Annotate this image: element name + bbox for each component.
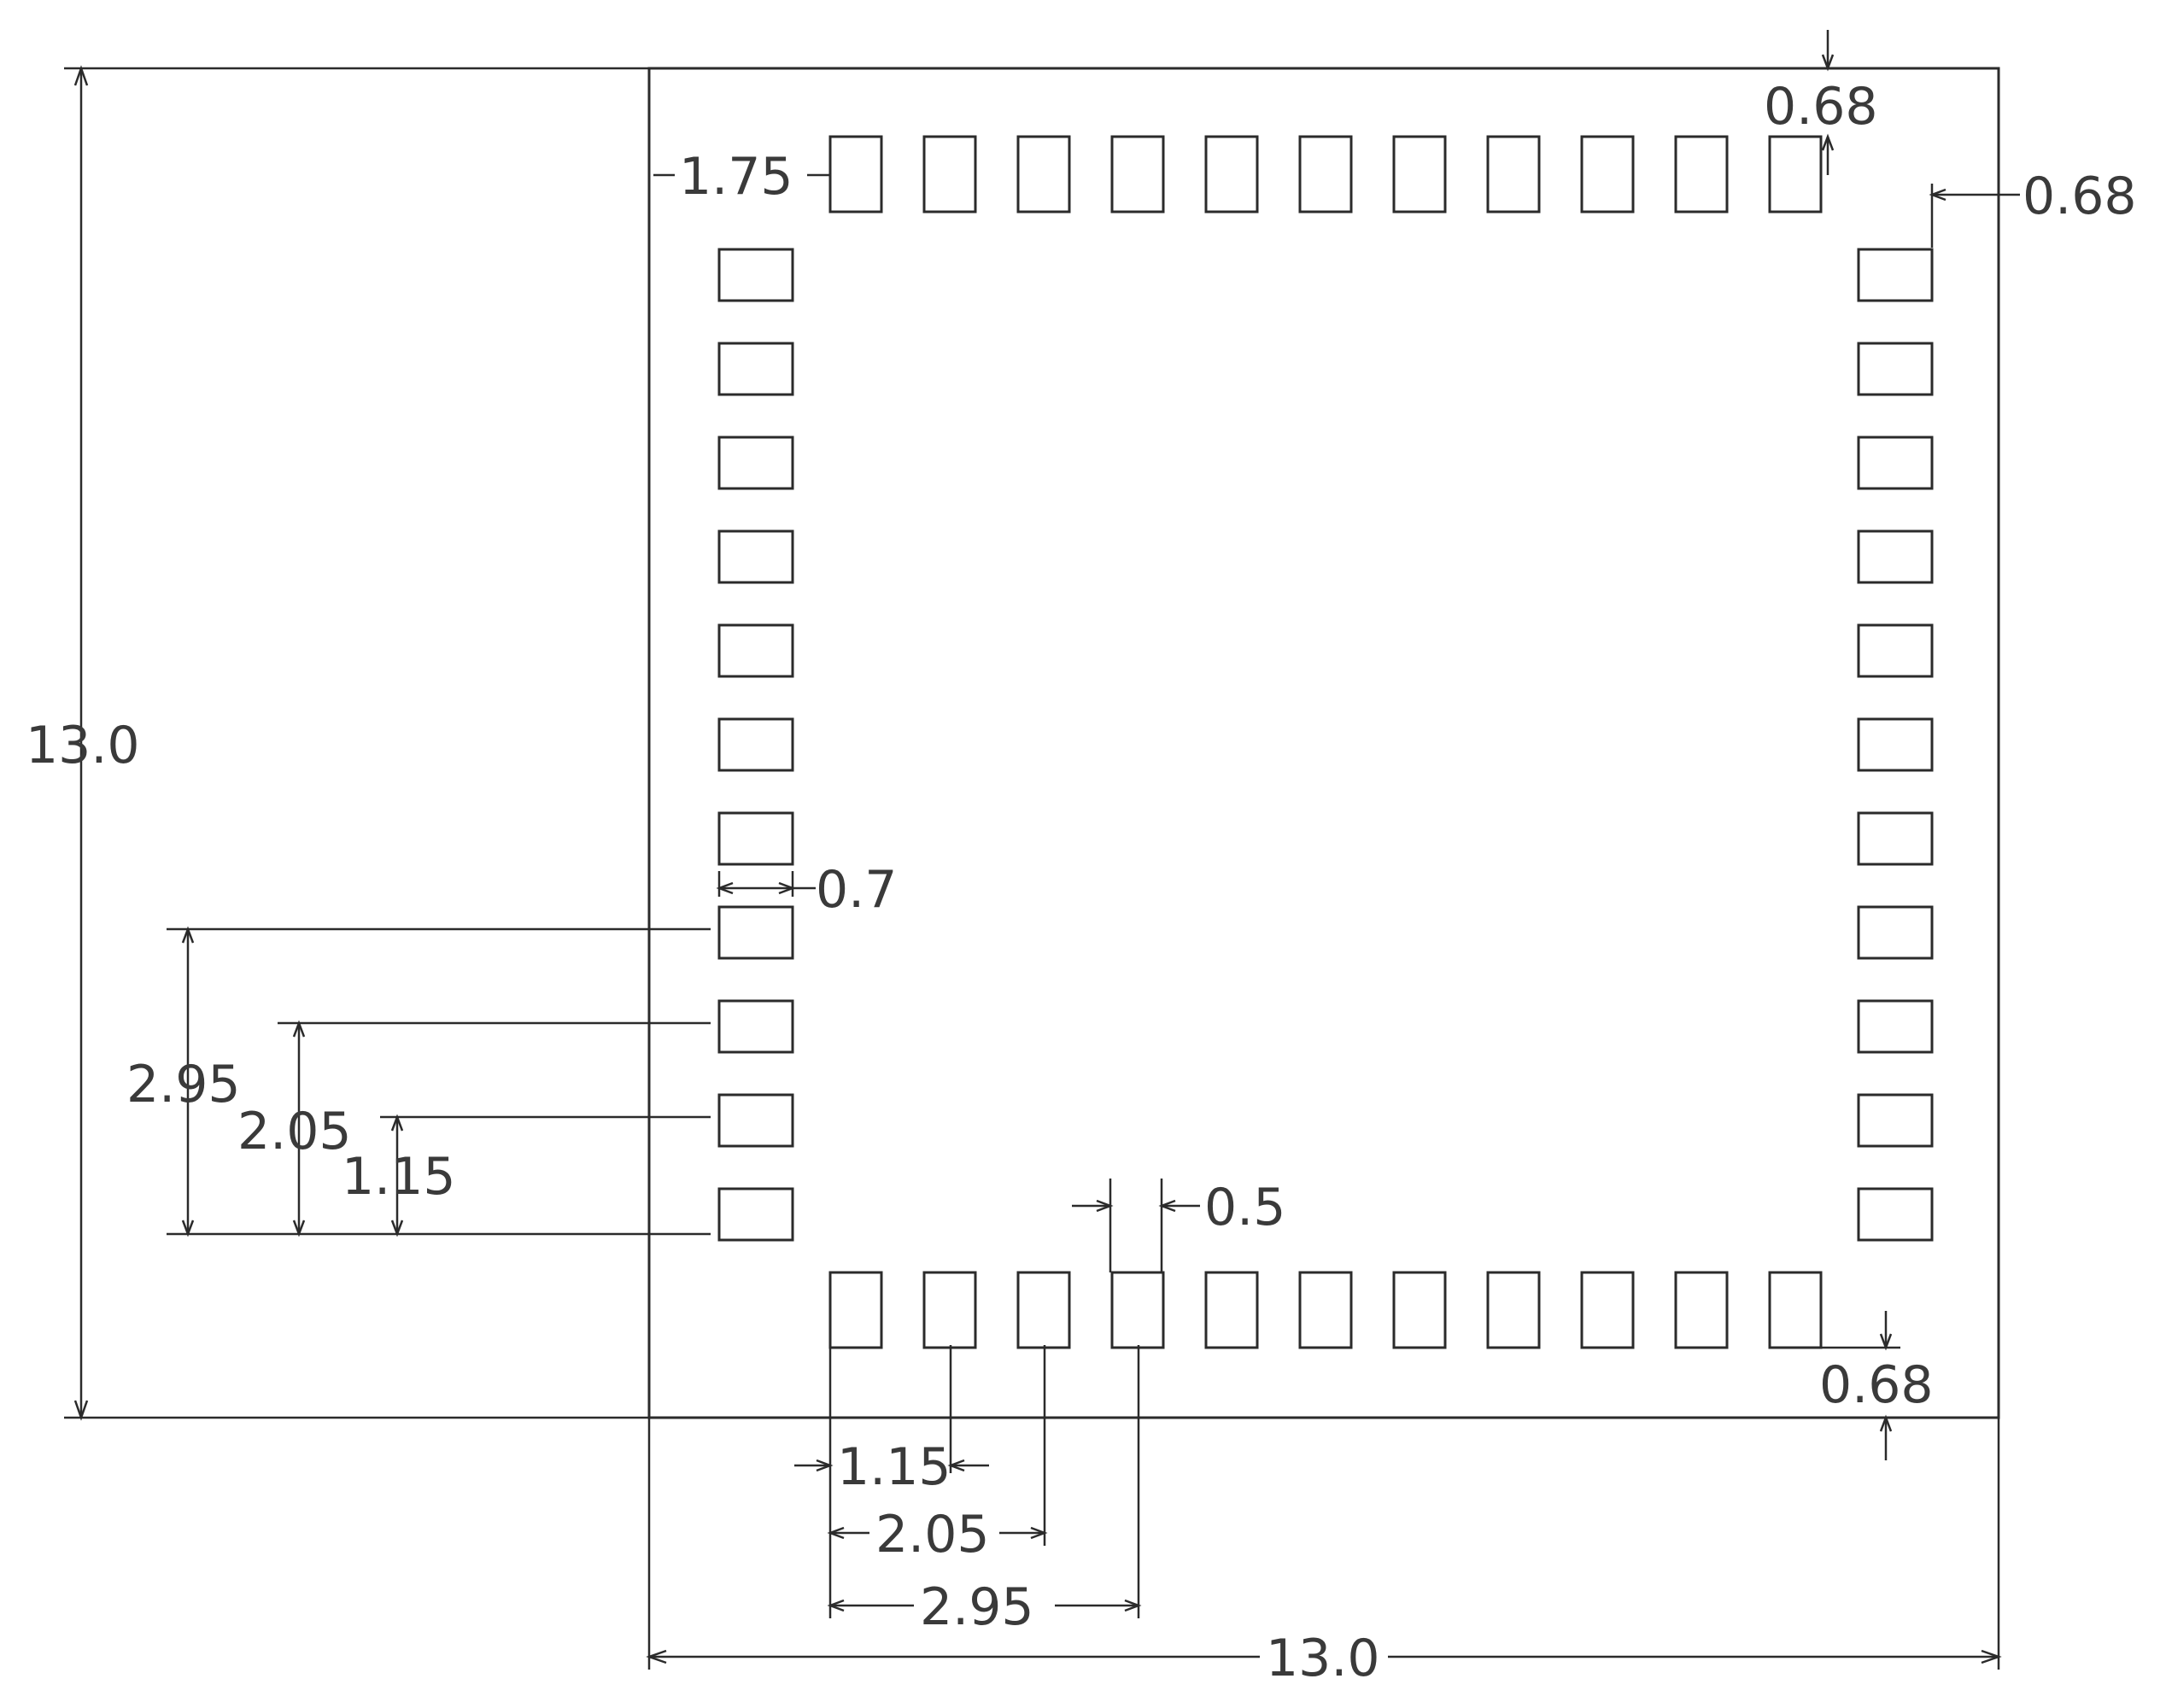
right-pad [1857, 905, 1934, 960]
left-dim-1-label: 1.15 [342, 1147, 456, 1207]
left-pad [717, 342, 794, 396]
left-pad-column [717, 248, 794, 1242]
right-pad [1857, 342, 1934, 396]
left-pad [717, 999, 794, 1054]
top-right-horizontal-label: 0.68 [2023, 167, 2137, 226]
left-pad [717, 905, 794, 960]
width-dimension [646, 1418, 2002, 1670]
bottom-pad [1580, 1271, 1635, 1349]
top-pad-row [828, 135, 1823, 214]
right-pad-column [1857, 248, 1934, 1242]
bottom-pad [1486, 1271, 1541, 1349]
bottom-pad [922, 1271, 977, 1349]
left-pad [717, 717, 794, 772]
pad-width-label: 0.7 [816, 860, 897, 920]
pad-width-dimension [716, 871, 816, 897]
right-pad [1857, 1187, 1934, 1242]
height-label: 13.0 [26, 716, 140, 775]
bottom-dim-3-label: 2.95 [920, 1577, 1034, 1637]
height-dimension [64, 65, 649, 1421]
right-pad [1857, 1093, 1934, 1148]
left-pitch-dimensions [167, 926, 711, 1237]
pad-gap-label: 0.5 [1204, 1178, 1285, 1237]
left-pad [717, 1187, 794, 1242]
left-pad [717, 436, 794, 490]
top-right-horizontal-dimension [1929, 184, 2020, 248]
top-pad [1674, 135, 1729, 214]
left-dim-2-label: 2.05 [237, 1102, 352, 1161]
top-pad [1392, 135, 1447, 214]
top-pad [922, 135, 977, 214]
top-pad [828, 135, 883, 214]
bottom-pad [1768, 1271, 1823, 1349]
top-pad [1580, 135, 1635, 214]
bottom-pad [1392, 1271, 1447, 1349]
right-pad [1857, 623, 1934, 678]
bottom-pad [828, 1271, 883, 1349]
bottom-pad [1016, 1271, 1071, 1349]
top-pad [1768, 135, 1823, 214]
right-pad [1857, 529, 1934, 584]
bottom-right-vertical-dimension [1819, 1311, 1900, 1460]
left-pad [717, 248, 794, 302]
top-pad [1110, 135, 1165, 214]
pad-gap-dimension [1072, 1179, 1200, 1272]
top-right-vertical-label: 0.68 [1764, 77, 1878, 137]
right-pad [1857, 436, 1934, 490]
bottom-dim-1-label: 1.15 [837, 1437, 951, 1497]
left-pad [717, 811, 794, 866]
bottom-pad [1204, 1271, 1259, 1349]
top-pad [1298, 135, 1353, 214]
left-pad [717, 623, 794, 678]
edge-to-pad-label: 1.75 [679, 147, 793, 207]
top-pad [1204, 135, 1259, 214]
bottom-dim-2-label: 2.05 [875, 1505, 990, 1565]
bottom-right-vertical-label: 0.68 [1819, 1355, 1934, 1415]
bottom-pad [1110, 1271, 1165, 1349]
bottom-pad [1298, 1271, 1353, 1349]
bottom-pad [1674, 1271, 1729, 1349]
left-pad [717, 1093, 794, 1148]
right-pad [1857, 811, 1934, 866]
right-pad [1857, 999, 1934, 1054]
right-pad [1857, 717, 1934, 772]
left-pad [717, 529, 794, 584]
top-right-vertical-dimension [1821, 30, 1835, 175]
package-outline [647, 67, 2000, 1419]
bottom-pad-row [828, 1271, 1823, 1349]
right-pad [1857, 248, 1934, 302]
bottom-pitch-dimensions [794, 1345, 1142, 1618]
left-dim-3-label: 2.95 [126, 1055, 241, 1114]
top-pad [1486, 135, 1541, 214]
width-label: 13.0 [1266, 1629, 1380, 1688]
top-pad [1016, 135, 1071, 214]
